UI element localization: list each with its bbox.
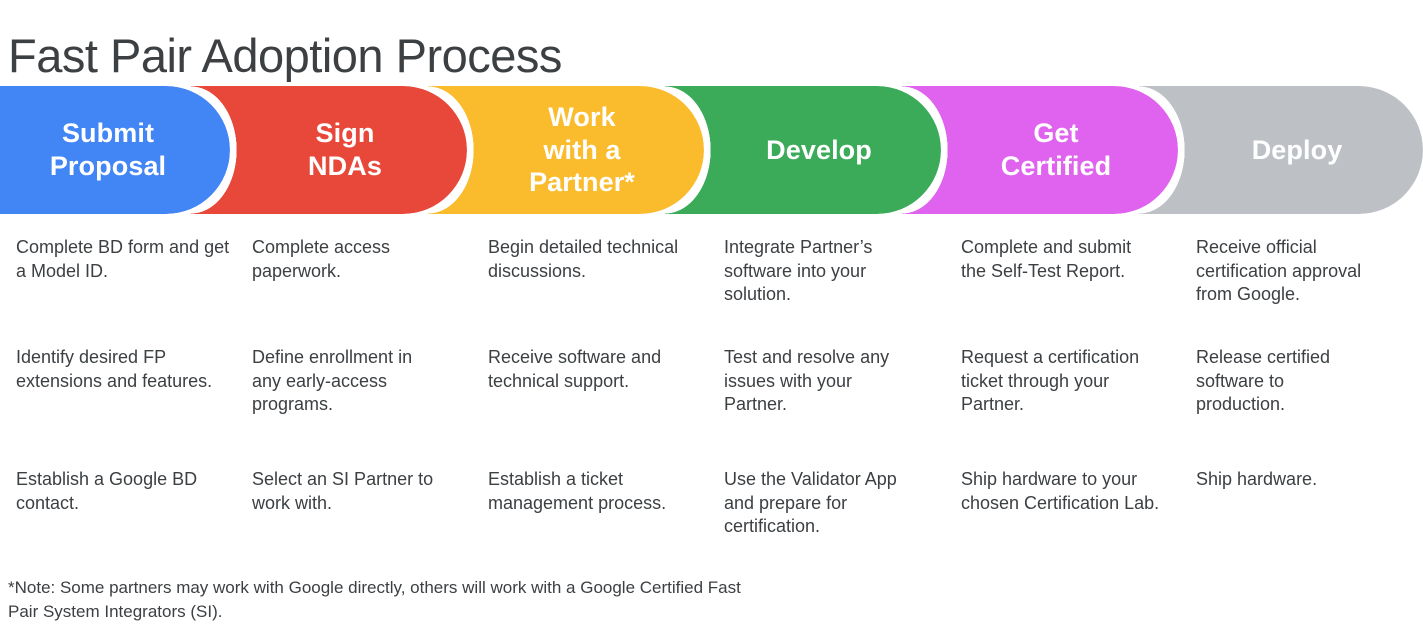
process-step-label-6: Deploy (1251, 134, 1343, 165)
list-item: Use the Validator App and prepare for ce… (724, 469, 897, 536)
process-step-banner-6[interactable]: Deploy (1139, 86, 1423, 214)
list-item: Define enrollment in any early-access pr… (252, 347, 413, 414)
list-item: Complete access paperwork. (252, 237, 391, 281)
process-step-label-2: Sign NDAs (308, 118, 382, 181)
process-step-label-1: Submit Proposal (49, 118, 167, 181)
process-step-label-4: Develop (766, 134, 872, 165)
list-item: Ship hardware to your chosen Certificati… (961, 469, 1160, 513)
process-step-banner-5[interactable]: Get Certified (902, 86, 1178, 214)
process-detail-columns: Complete BD form and get a Model ID. Ide… (0, 236, 1423, 556)
process-banner-row: Submit Proposal Sign NDAs Work with a Pa… (0, 86, 1423, 214)
list-item: Integrate Partner’s software into your s… (724, 237, 873, 304)
list-item: Identify desired FP extensions and featu… (16, 347, 213, 391)
list-item: Select an SI Partner to work with. (252, 469, 434, 513)
list-item: Establish a Google BD contact. (16, 469, 198, 513)
process-step-banner-4[interactable]: Develop (665, 86, 941, 214)
process-step-banner-3[interactable]: Work with a Partner* (428, 86, 704, 214)
process-step-banner-2[interactable]: Sign NDAs (191, 86, 467, 214)
list-item: Establish a ticket management process. (488, 469, 667, 513)
list-item: Begin detailed technical discussions. (488, 237, 679, 281)
list-item: Release certified software to production… (1196, 347, 1331, 414)
list-item: Receive software and technical support. (488, 347, 662, 391)
footnote-note: *Note: Some partners may work with Googl… (8, 578, 741, 621)
process-step-label-3: Work with a Partner* (529, 101, 635, 198)
process-step-label-5: Get Certified (1000, 118, 1112, 181)
list-item: Receive official certification approval … (1196, 237, 1362, 304)
list-item: Complete and submit the Self-Test Report… (961, 237, 1132, 281)
list-item: Test and resolve any issues with your Pa… (724, 347, 890, 414)
list-item: Ship hardware. (1196, 469, 1318, 489)
page-title: Fast Pair Adoption Process (8, 29, 562, 83)
list-item: Complete BD form and get a Model ID. (16, 237, 230, 281)
list-item: Request a certification ticket through y… (961, 347, 1140, 414)
